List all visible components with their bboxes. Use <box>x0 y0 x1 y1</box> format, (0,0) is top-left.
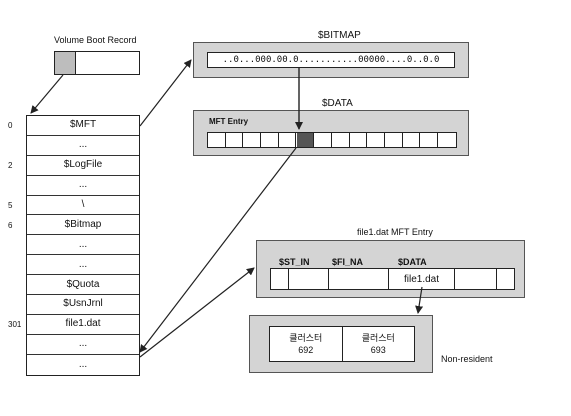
mft-row-index: 6 <box>8 220 13 230</box>
mft-row: ... <box>27 255 139 276</box>
bitmap-title: $BITMAP <box>318 30 361 41</box>
entry-panel: $ST_IN $FI_NA $DATA file1.dat <box>256 240 525 298</box>
mft-row: $UsnJrnl <box>27 295 139 315</box>
entry-data-value: file1.dat <box>403 273 440 285</box>
mft-row: \ <box>27 196 139 216</box>
data-panel: MFT Entry <box>193 110 469 156</box>
mft-row: $LogFile <box>27 156 139 176</box>
mft-row-index: 5 <box>8 200 13 210</box>
mft-row: $MFT <box>27 116 139 136</box>
mft-entry-cell <box>403 133 421 147</box>
attr-fi-na-label: $FI_NA <box>332 257 364 267</box>
mft-entry-cell <box>420 133 439 147</box>
mft-entry-cell <box>226 133 244 147</box>
mft-entry-cell <box>261 133 279 147</box>
bitmap-bits: ..0...000.00.0...........00000....0..0.0 <box>222 55 440 65</box>
mft-row-label: $MFT <box>69 119 97 131</box>
mft-entry-cells <box>207 132 457 148</box>
mft-row-label: $Quota <box>66 278 100 290</box>
mft-row-label: ... <box>78 139 88 151</box>
vbr-label: Volume Boot Record <box>54 35 137 45</box>
mft-row: $Quota <box>27 275 139 296</box>
mft-row-label: ... <box>78 258 88 270</box>
entry-cell <box>289 269 329 289</box>
non-resident-label: Non-resident <box>441 354 493 364</box>
mft-row: ... <box>27 136 139 156</box>
mft-table: $MFT... $LogFile... \ $Bitmap...... $Quota $U… <box>26 115 140 376</box>
cluster-693: 클러스터 693 <box>343 327 415 361</box>
vbr-box <box>54 51 140 75</box>
mft-row: ... <box>27 235 139 256</box>
mft-entry-cell <box>208 133 226 147</box>
mft-entry-cell <box>314 133 332 147</box>
mft-row-label: $LogFile <box>63 159 103 171</box>
entry-cell <box>455 269 497 289</box>
mft-row-index: 301 <box>8 320 22 329</box>
mft-row-label: ... <box>78 358 88 370</box>
data-title: $DATA <box>322 98 353 109</box>
entry-cell-data: file1.dat <box>389 269 455 289</box>
cluster-692: 클러스터 692 <box>270 327 343 361</box>
mft-entry-cell <box>332 133 350 147</box>
entry-to-file1-arrow <box>139 147 297 353</box>
entry-cell <box>271 269 289 289</box>
mft-row-index: 0 <box>8 121 13 130</box>
mft-row-index: 2 <box>8 160 13 170</box>
mft-row-label: $Bitmap <box>64 218 102 230</box>
mft-row-label: file1.dat <box>65 318 101 330</box>
mft-row-label: ... <box>78 338 88 350</box>
mft-row: file1.dat <box>27 315 139 335</box>
clusters-panel: 클러스터 692 클러스터 693 <box>249 315 433 373</box>
attr-data-label: $DATA <box>398 257 427 267</box>
cluster-number: 692 <box>298 345 314 355</box>
entry-record: file1.dat <box>270 268 515 290</box>
mft-entry-cell <box>367 133 385 147</box>
cluster-number: 693 <box>370 345 386 355</box>
mft-entry-cell <box>243 133 262 147</box>
mft-row: ... <box>27 355 139 375</box>
cluster-name: 클러스터 <box>289 333 323 343</box>
vbr-to-mft-arrow <box>30 74 64 114</box>
mft-entry-label: MFT Entry <box>209 117 249 126</box>
mft-row-label: ... <box>78 238 88 250</box>
mft-row: ... <box>27 335 139 355</box>
cluster-name: 클러스터 <box>361 333 395 343</box>
mft-row: $Bitmap <box>27 215 139 236</box>
bitmap-bits-box: ..0...000.00.0...........00000....0..0.0 <box>207 52 455 68</box>
mft-entry-cell <box>350 133 368 147</box>
file1-to-entry-arrow <box>139 267 255 358</box>
cluster-box: 클러스터 692 클러스터 693 <box>269 326 415 362</box>
mft-row: ... <box>27 176 139 196</box>
mft-to-bitmap-arrow <box>139 59 192 127</box>
mft-entry-cell <box>385 133 403 147</box>
mft-row-label: \ <box>81 199 85 210</box>
data-to-clusters-arrow <box>415 286 424 314</box>
attr-st-in-label: $ST_IN <box>279 257 310 267</box>
entry-title: file1.dat MFT Entry <box>357 227 433 237</box>
entry-cell <box>329 269 389 289</box>
mft-row-label: ... <box>78 179 88 191</box>
mft-entry-cell-highlight <box>296 133 315 147</box>
vbr-gray-segment <box>55 52 76 74</box>
bitmap-panel: ..0...000.00.0...........00000....0..0.0 <box>193 42 469 78</box>
mft-entry-cell <box>279 133 297 147</box>
mft-row-label: $UsnJrnl <box>63 298 103 310</box>
